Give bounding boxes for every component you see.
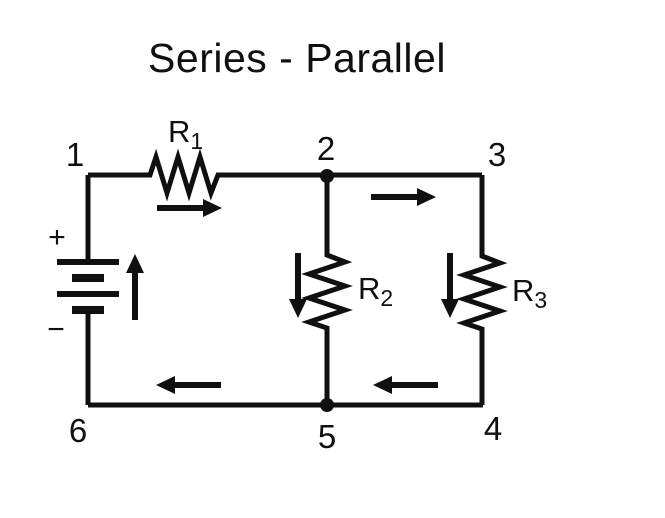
resistor-label-r1-base: R: [168, 114, 190, 149]
junction-dot-node-2: [320, 169, 334, 183]
resistor-label-r3: R3: [512, 273, 547, 313]
current-left-arrow-bottom-right-icon: [373, 376, 438, 394]
wire-top-with-r1-resistor: [88, 148, 482, 202]
current-right-arrow-top-left-icon: [157, 199, 222, 217]
current-down-arrow-r2-icon: [289, 253, 307, 318]
current-left-arrow-bottom-left-icon: [156, 376, 221, 394]
node-label-3: 3: [488, 136, 506, 173]
wire-middle-with-r2-resistor: [301, 175, 353, 405]
current-right-arrow-top-right-icon: [371, 188, 436, 206]
junction-dot-node-5: [320, 398, 334, 412]
wire-right-with-r3-resistor: [456, 175, 508, 405]
resistor-label-r3-sub: 3: [534, 287, 547, 313]
resistor-label-r2-base: R: [358, 271, 380, 306]
node-label-2: 2: [317, 130, 335, 167]
resistor-label-r2-sub: 2: [380, 285, 393, 311]
current-down-arrow-r3-icon: [441, 253, 459, 318]
resistor-label-r1: R1: [168, 114, 203, 154]
resistor-label-r3-base: R: [512, 273, 534, 308]
resistor-label-r2: R2: [358, 271, 393, 311]
battery-positive-label: +: [48, 221, 66, 254]
node-label-4: 4: [484, 410, 502, 447]
node-label-5: 5: [318, 418, 336, 455]
battery-negative-label: −: [47, 313, 65, 346]
node-label-1: 1: [66, 136, 84, 173]
resistor-label-r1-sub: 1: [190, 128, 203, 154]
page-title: Series - Parallel: [148, 35, 446, 81]
battery-icon: [57, 259, 119, 314]
current-up-arrow-battery-icon: [126, 254, 144, 320]
node-label-6: 6: [69, 412, 87, 449]
